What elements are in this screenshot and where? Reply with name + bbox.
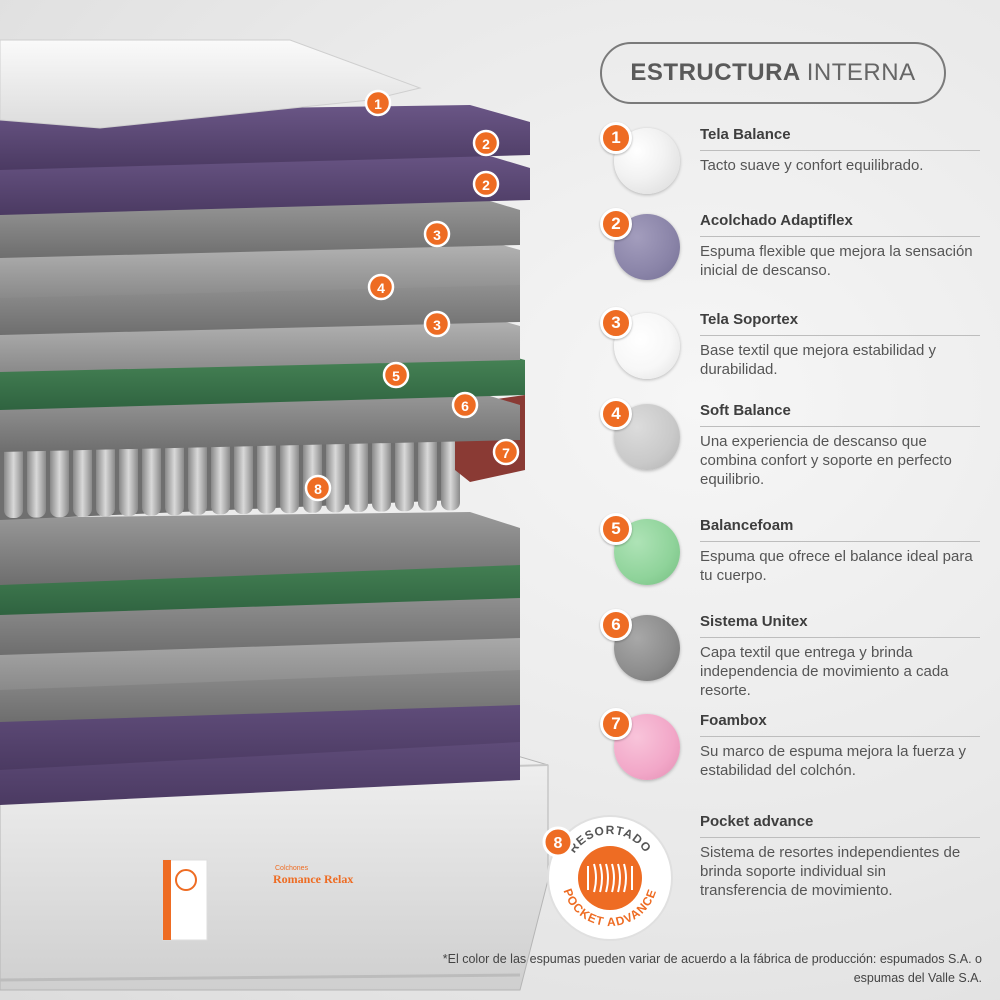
layer-description: Base textil que mejora estabilidad y dur… [700, 342, 936, 378]
spring-coil [257, 435, 276, 514]
number-badge: 2 [600, 208, 632, 240]
spring-coil [188, 436, 207, 515]
svg-text:2: 2 [482, 136, 490, 152]
divider [700, 150, 980, 151]
spring-coil [349, 434, 368, 512]
svg-text:8: 8 [314, 481, 322, 497]
spring-coil [234, 436, 253, 514]
spring-coil [96, 438, 115, 517]
spring-coil [372, 433, 391, 512]
layer-description: Espuma flexible que mejora la sensación … [700, 243, 973, 279]
spring-coil [326, 434, 345, 513]
layer-name: Acolchado Adaptiflex [700, 212, 853, 229]
mattress-model-label: Romance Relax [273, 872, 353, 886]
number-badge: 6 [600, 609, 632, 641]
callout-5: 5 [382, 361, 410, 389]
layer-description: Sistema de resortes independientes de br… [700, 844, 961, 899]
spring-coil [27, 439, 46, 518]
layer-name: Sistema Unitex [700, 613, 808, 630]
layer-description: Espuma que ofrece el balance ideal para … [700, 548, 973, 584]
number-badge: 5 [600, 513, 632, 545]
divider [700, 236, 980, 237]
layer-description: Su marco de espuma mejora la fuerza y es… [700, 743, 966, 779]
layer-name: Balancefoam [700, 517, 794, 534]
svg-text:3: 3 [433, 317, 441, 333]
layer-name: Soft Balance [700, 402, 791, 419]
spring-coil [142, 437, 161, 516]
coil-row [4, 432, 460, 518]
spring-coil [165, 437, 184, 516]
spring-coil [4, 440, 23, 518]
callout-3b: 3 [423, 310, 451, 338]
layer-name: Foambox [700, 712, 767, 729]
illustration-callouts: 1 2 2 3 4 3 5 6 7 8 [304, 89, 520, 502]
spring-coil [280, 435, 299, 514]
svg-text:1: 1 [374, 96, 382, 112]
mattress-illustration: Colchones Romance Relax 1 2 2 3 4 [0, 39, 549, 991]
callout-1: 1 [364, 89, 392, 117]
mattress-brand-small: Colchones [275, 865, 309, 872]
divider [700, 335, 980, 336]
divider [700, 837, 980, 838]
layer-description: Una experiencia de descanso que combina … [700, 433, 952, 488]
layer-stack [0, 39, 530, 805]
callout-4: 4 [367, 273, 395, 301]
layer-name: Tela Balance [700, 126, 791, 143]
layer-description: Tacto suave y confort equilibrado. [700, 157, 924, 174]
divider [700, 426, 980, 427]
divider [700, 736, 980, 737]
callout-3a: 3 [423, 220, 451, 248]
number-badge: 3 [600, 307, 632, 339]
layer-name: Tela Soportex [700, 311, 799, 328]
number-badge: 1 [600, 122, 632, 154]
spring-coil [50, 439, 69, 518]
divider [700, 541, 980, 542]
svg-text:4: 4 [377, 280, 385, 296]
svg-text:7: 7 [502, 445, 510, 461]
spring-coil [211, 436, 230, 515]
callout-7: 7 [492, 438, 520, 466]
spring-coil [395, 433, 414, 512]
stamp-number: 8 [554, 835, 563, 852]
number-badge: 4 [600, 398, 632, 430]
footnote: *El color de las espumas pueden variar d… [442, 952, 982, 985]
section-title: ESTRUCTURA INTERNA [600, 42, 946, 104]
callout-8: 8 [304, 474, 332, 502]
callout-6: 6 [451, 391, 479, 419]
title-bold: ESTRUCTURA [630, 59, 801, 86]
spring-coil [119, 438, 138, 516]
number-badge: 7 [600, 708, 632, 740]
pocket-advance-stamp-icon: RESORTADO POCKET ADVANCE 8 [542, 815, 673, 941]
spring-coil [73, 438, 92, 517]
svg-text:2: 2 [482, 177, 490, 193]
layer-name: Pocket advance [700, 813, 814, 830]
spring-coil [418, 432, 437, 511]
title-light: INTERNA [806, 59, 916, 86]
svg-text:5: 5 [392, 368, 400, 384]
svg-text:3: 3 [433, 227, 441, 243]
callout-2b: 2 [472, 170, 500, 198]
divider [700, 637, 980, 638]
layer-description: Capa textil que entrega y brinda indepen… [700, 644, 949, 699]
svg-text:6: 6 [461, 398, 469, 414]
mattress-base: Colchones Romance Relax [0, 744, 549, 991]
callout-2a: 2 [472, 129, 500, 157]
